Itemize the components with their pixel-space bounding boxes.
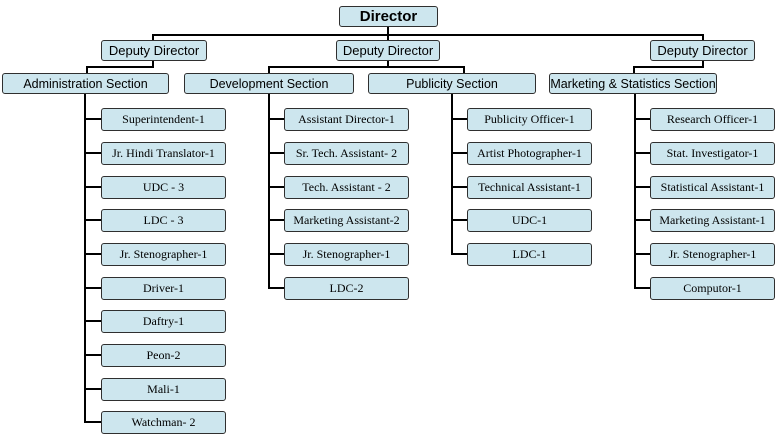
connector-line — [152, 60, 154, 67]
section-box-publicity: Publicity Section — [368, 73, 536, 94]
connector-line — [268, 118, 284, 120]
deputy-director-box-marketing: Deputy Director — [650, 40, 755, 61]
staff-box: Watchman- 2 — [101, 411, 226, 434]
connector-line — [268, 186, 284, 188]
connector-line — [86, 66, 88, 73]
connector-line — [634, 118, 650, 120]
connector-line — [84, 186, 101, 188]
staff-box: Sr. Tech. Assistant- 2 — [284, 142, 409, 165]
deputy-director-box-development: Deputy Director — [336, 40, 440, 61]
connector-line — [84, 118, 101, 120]
connector-line — [268, 152, 284, 154]
staff-box: Assistant Director-1 — [284, 108, 409, 131]
connector-line — [268, 66, 270, 73]
staff-box: Tech. Assistant - 2 — [284, 176, 409, 199]
connector-line — [634, 152, 650, 154]
connector-line — [152, 34, 704, 36]
connector-line — [387, 60, 389, 67]
connector-line — [634, 287, 650, 289]
connector-line — [633, 66, 635, 73]
connector-line — [268, 287, 284, 289]
staff-box: Peon-2 — [101, 344, 226, 367]
staff-box: Marketing Assistant-1 — [650, 209, 775, 232]
deputy-director-box-admin: Deputy Director — [101, 40, 207, 61]
connector-line — [84, 152, 101, 154]
staff-box: Jr. Stenographer-1 — [284, 243, 409, 266]
connector-line — [451, 186, 467, 188]
connector-line — [84, 287, 101, 289]
connector-line — [451, 152, 467, 154]
staff-box: UDC - 3 — [101, 176, 226, 199]
connector-line — [451, 253, 467, 255]
section-box-development: Development Section — [184, 73, 354, 94]
section-box-administration: Administration Section — [2, 73, 169, 94]
connector-line — [634, 186, 650, 188]
connector-line — [268, 66, 465, 68]
connector-line — [634, 253, 650, 255]
staff-box: Jr. Stenographer-1 — [101, 243, 226, 266]
connector-line — [86, 66, 154, 68]
staff-box: Research Officer-1 — [650, 108, 775, 131]
staff-box: Jr. Hindi Translator-1 — [101, 142, 226, 165]
connector-line — [268, 219, 284, 221]
connector-line — [634, 219, 650, 221]
connector-line — [84, 354, 101, 356]
connector-line — [633, 66, 704, 68]
connector-line — [451, 219, 467, 221]
connector-line — [387, 26, 389, 35]
connector-line — [451, 93, 453, 254]
staff-box: Driver-1 — [101, 277, 226, 300]
connector-line — [84, 93, 86, 423]
staff-box: Daftry-1 — [101, 310, 226, 333]
staff-box: Computor-1 — [650, 277, 775, 300]
staff-box: Superintendent-1 — [101, 108, 226, 131]
staff-box: Mali-1 — [101, 378, 226, 401]
connector-line — [268, 253, 284, 255]
connector-line — [702, 60, 704, 67]
connector-line — [84, 320, 101, 322]
staff-box: UDC-1 — [467, 209, 592, 232]
connector-line — [268, 93, 270, 288]
connector-line — [463, 66, 465, 73]
staff-box: Jr. Stenographer-1 — [650, 243, 775, 266]
staff-box: Artist Photographer-1 — [467, 142, 592, 165]
staff-box: Stat. Investigator-1 — [650, 142, 775, 165]
staff-box: LDC - 3 — [101, 209, 226, 232]
section-box-marketing-statistics: Marketing & Statistics Section — [549, 73, 717, 94]
director-box: Director — [339, 6, 438, 27]
staff-box: Statistical Assistant-1 — [650, 176, 775, 199]
connector-line — [702, 34, 704, 40]
connector-line — [84, 219, 101, 221]
staff-box: LDC-1 — [467, 243, 592, 266]
connector-line — [451, 118, 467, 120]
connector-line — [84, 421, 101, 423]
staff-box: Publicity Officer-1 — [467, 108, 592, 131]
connector-line — [84, 253, 101, 255]
staff-box: Technical Assistant-1 — [467, 176, 592, 199]
connector-line — [152, 34, 154, 40]
staff-box: Marketing Assistant-2 — [284, 209, 409, 232]
connector-line — [387, 34, 389, 40]
staff-box: LDC-2 — [284, 277, 409, 300]
connector-line — [634, 93, 636, 288]
connector-line — [84, 388, 101, 390]
